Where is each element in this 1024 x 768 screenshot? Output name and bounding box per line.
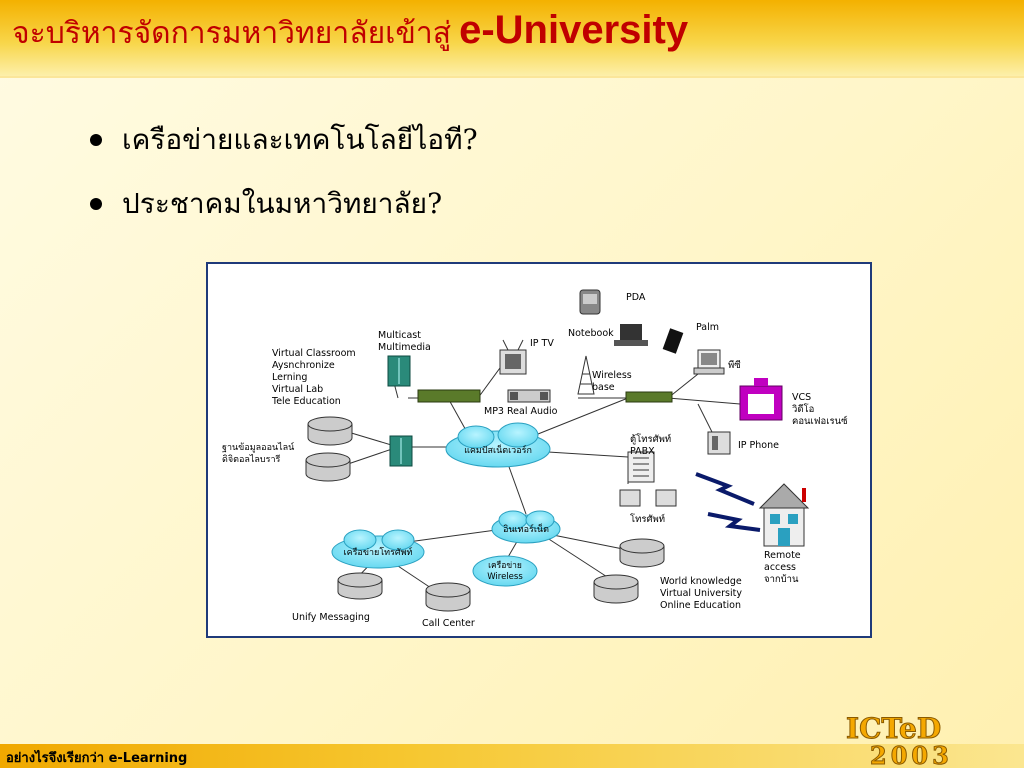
label-world-knowledge: Virtual University	[660, 588, 742, 599]
label-telephone: โทรศัพท์	[630, 513, 665, 525]
slide-title: จะบริหารจัดการมหาวิทยาลัยเข้าสู่e-Univer…	[12, 8, 688, 57]
label-world-knowledge: Online Education	[660, 600, 741, 611]
label-wireless-base: Wireless	[592, 370, 632, 381]
audio-device-icon	[507, 389, 551, 403]
database-icon	[305, 452, 351, 482]
label-virtual-classroom: Virtual Classroom	[272, 348, 356, 359]
wireless-network-cloud: เครือข่าย Wireless	[472, 555, 538, 587]
wireless-network-label: Wireless	[487, 572, 523, 582]
lightning-icon	[695, 472, 761, 532]
label-pabx: PABX	[630, 446, 655, 457]
multicast-server-icon	[387, 355, 411, 387]
logo-text-bottom: 2003	[870, 741, 953, 768]
label-notebook: Notebook	[568, 328, 614, 339]
label-iptv: IP TV	[530, 338, 554, 349]
pc-icon	[693, 349, 725, 375]
label-mp3: MP3 Real Audio	[484, 406, 558, 417]
router-icon	[417, 389, 481, 403]
bullet-dot-icon	[90, 134, 102, 146]
bullet-item: ประชาคมในมหาวิทยาลัย?	[90, 172, 478, 236]
label-pabx: ตู้โทรศัพท์	[630, 433, 671, 445]
label-library: ดิจิตอลไลบรารี	[222, 454, 281, 465]
wireless-router-icon	[625, 391, 673, 403]
label-ip-phone: IP Phone	[738, 440, 779, 451]
wireless-network-label: เครือข่าย	[488, 560, 522, 571]
database-icons	[305, 416, 665, 612]
bullet-item: เครือข่ายและเทคโนโลยีไอที?	[90, 108, 478, 172]
label-multimedia: Multimedia	[378, 342, 431, 353]
label-virtual-classroom: Virtual Lab	[272, 384, 323, 395]
campus-network-cloud: แคมปัสเน็ตเวอร์ก	[445, 422, 551, 468]
label-call-center: Call Center	[422, 618, 475, 629]
label-virtual-classroom: Lerning	[272, 372, 307, 383]
wireless-tower-icon	[577, 355, 595, 395]
slide-title-english: e-University	[459, 8, 689, 52]
label-world-knowledge: World knowledge	[660, 576, 742, 587]
label-virtual-classroom: Aysnchronize	[272, 360, 335, 371]
logo-text-top: ICTeD	[846, 712, 941, 745]
label-palm: Palm	[696, 322, 719, 333]
bullet-text: ประชาคมในมหาวิทยาลัย?	[122, 187, 443, 220]
house-icon	[758, 483, 810, 547]
diagram-labels: PDA Notebook Palm Multicast Multimedia I…	[222, 292, 848, 629]
label-vcs: คอนเฟอเรนซ์	[792, 415, 848, 427]
library-switch-icon	[389, 435, 413, 467]
footer-bar: อย่างไรจึงเรียกว่า e-Learning	[0, 744, 1024, 768]
iptv-icon	[499, 339, 527, 375]
label-unify-messaging: Unify Messaging	[292, 612, 370, 623]
title-bar: จะบริหารจัดการมหาวิทยาลัยเข้าสู่e-Univer…	[0, 0, 1024, 78]
label-virtual-classroom: Tele Education	[271, 396, 341, 407]
internet-cloud: อินเทอร์เน็ต	[491, 510, 561, 544]
palm-icon	[662, 328, 684, 354]
phone-network-label: เครือข่ายโทรศัพท์	[344, 546, 413, 558]
label-remote-access: access	[764, 562, 796, 573]
database-icon	[307, 416, 353, 446]
slide-title-thai: จะบริหารจัดการมหาวิทยาลัยเข้าสู่	[12, 16, 452, 51]
bullet-list: เครือข่ายและเทคโนโลยีไอที? ประชาคมในมหาว…	[90, 108, 478, 236]
database-icon	[337, 572, 383, 600]
network-diagram: แคมปัสเน็ตเวอร์ก อินเทอร์เน็ต เครือข่ายโ…	[206, 262, 872, 638]
label-pc: พีซี	[728, 359, 741, 371]
label-remote-access: จากบ้าน	[764, 574, 799, 585]
vcs-icon	[739, 378, 783, 421]
label-wireless-base: base	[592, 382, 615, 393]
icted-logo: ICTeD 2003	[846, 712, 953, 768]
label-pda: PDA	[626, 292, 646, 303]
ip-phone-icon	[707, 431, 731, 455]
pabx-icon	[627, 451, 655, 483]
database-icon	[619, 538, 665, 568]
internet-label: อินเทอร์เน็ต	[503, 522, 549, 535]
phone-network-cloud: เครือข่ายโทรศัพท์	[331, 529, 425, 569]
database-icon	[593, 574, 639, 604]
label-vcs: วิดีโอ	[791, 403, 814, 415]
bullet-text: เครือข่ายและเทคโนโลยีไอที?	[122, 123, 478, 156]
network-diagram-svg: แคมปัสเน็ตเวอร์ก อินเทอร์เน็ต เครือข่ายโ…	[222, 289, 848, 629]
database-icon	[425, 582, 471, 612]
notebook-icon	[614, 324, 648, 346]
label-multicast: Multicast	[378, 330, 421, 341]
footer-text: อย่างไรจึงเรียกว่า e-Learning	[6, 751, 188, 766]
connection-lines	[347, 356, 741, 595]
label-library: ฐานข้อมูลออนไลน์	[222, 441, 294, 453]
pda-icon	[579, 289, 601, 315]
telephone-icon	[619, 489, 677, 507]
bullet-dot-icon	[90, 198, 102, 210]
campus-network-label: แคมปัสเน็ตเวอร์ก	[464, 443, 532, 456]
label-remote-access: Remote	[764, 550, 801, 561]
label-vcs: VCS	[792, 392, 811, 403]
